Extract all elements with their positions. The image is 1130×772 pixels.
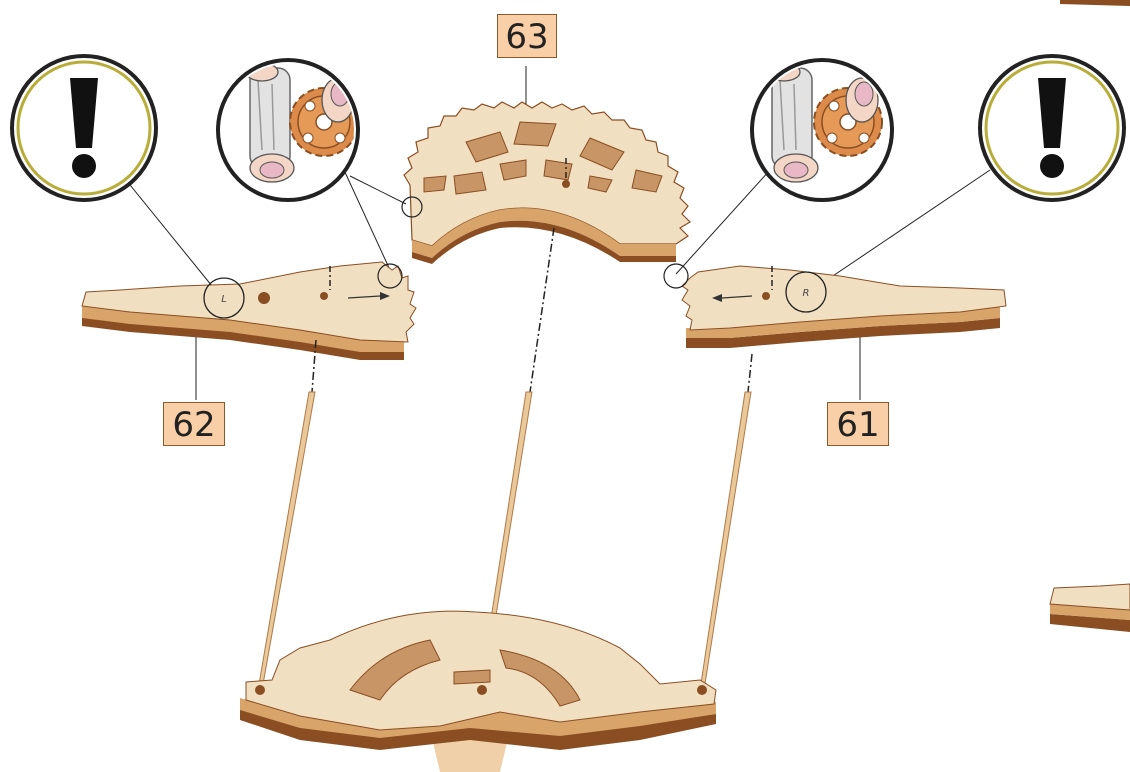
- axle-pin-left: [258, 392, 315, 690]
- warning-callout-right: [980, 56, 1124, 200]
- arm-part-61: R: [664, 264, 1006, 348]
- right-arm-mark: R: [803, 288, 810, 299]
- arm-part-62: L: [82, 262, 416, 360]
- gear-part-63: [402, 102, 690, 264]
- axle-pin-right: [700, 392, 751, 690]
- sanding-detail-callout-left: [218, 60, 358, 200]
- base-part: [240, 611, 716, 772]
- warning-callout-left: [12, 56, 156, 200]
- part-label-63: 63: [497, 14, 557, 58]
- part-label-62: 62: [163, 402, 225, 446]
- left-arm-mark: L: [221, 294, 227, 305]
- part-label-61: 61: [827, 402, 889, 446]
- sanding-detail-callout-right: [752, 60, 892, 200]
